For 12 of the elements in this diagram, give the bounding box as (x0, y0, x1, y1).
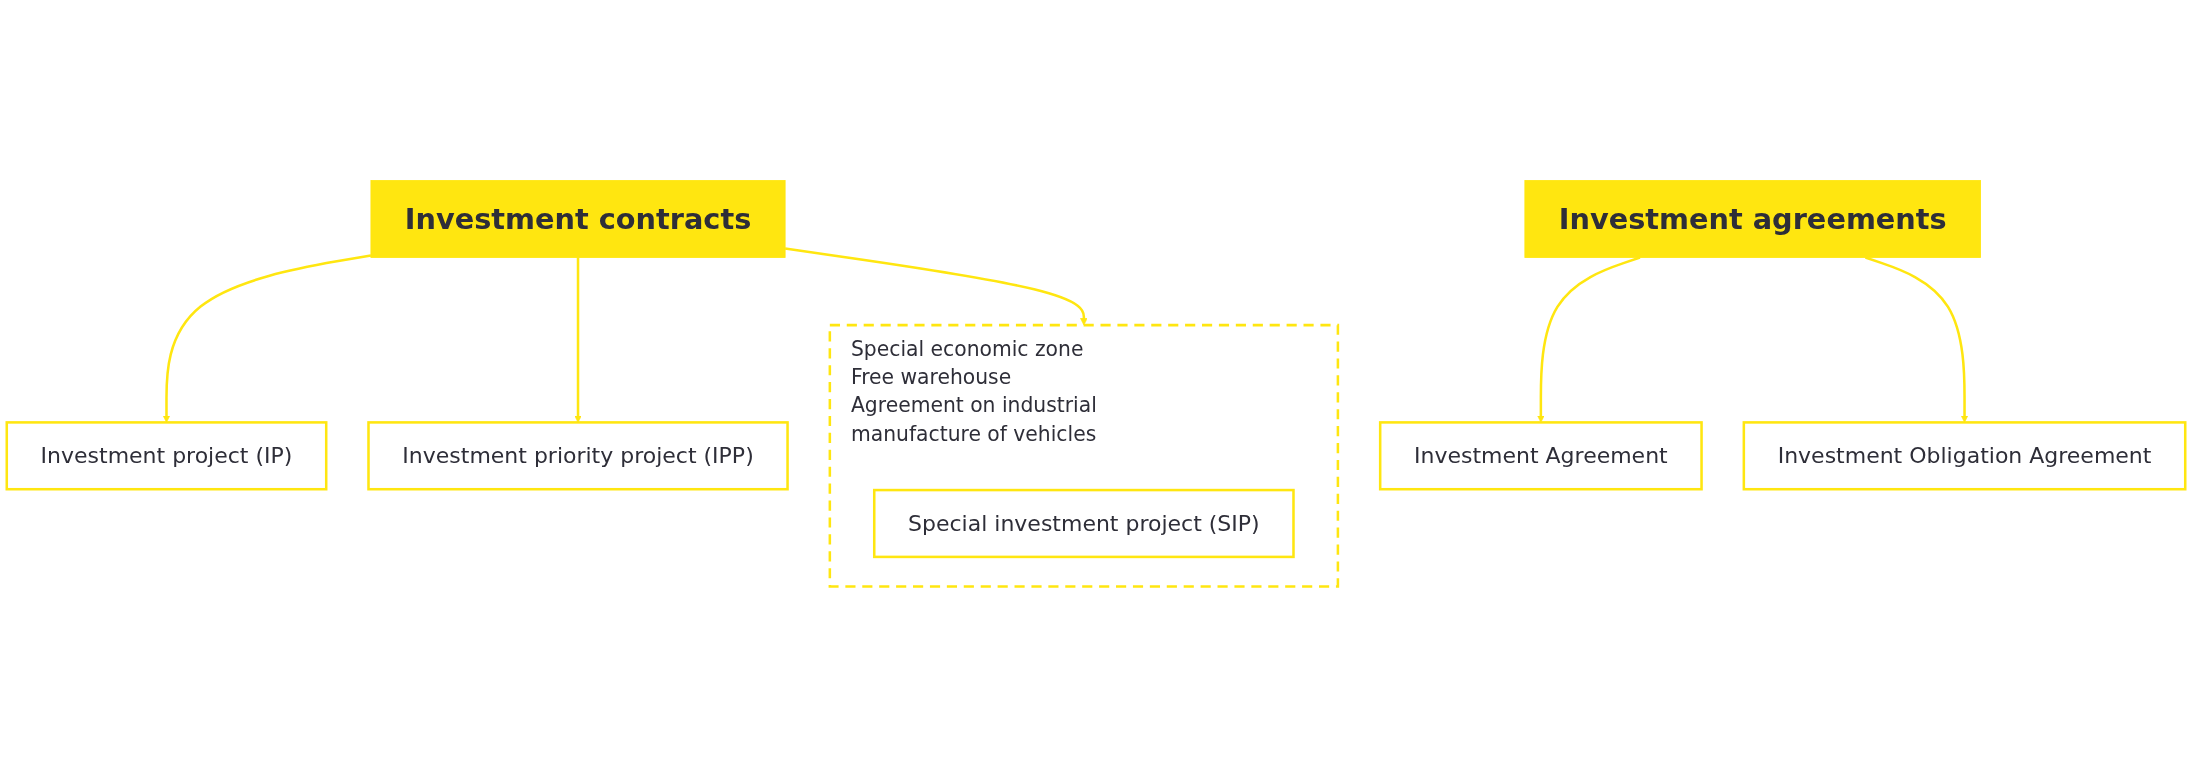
node-box: Investment Agreement (1378, 421, 1703, 491)
arrow (162, 254, 372, 423)
arrow (1537, 256, 1641, 423)
node-box: Special investment project (SIP) (872, 488, 1295, 559)
node-box: Investment priority project (IPP) (367, 421, 789, 491)
node-box: Investment contracts (370, 180, 786, 258)
arrow (574, 257, 582, 423)
node-box: Investment agreements (1524, 180, 1981, 258)
arrow (784, 247, 1088, 326)
node-box: Investment Obligation Agreement (1742, 421, 2187, 491)
node-box: Investment project (IP) (5, 421, 328, 491)
arrow (1865, 256, 1969, 423)
